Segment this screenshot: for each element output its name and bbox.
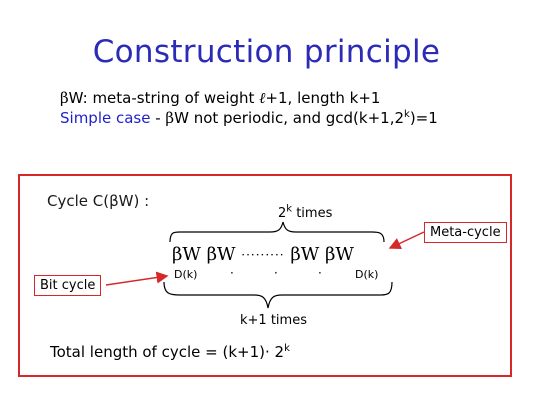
meta-cycle-callout: Meta-cycle: [424, 222, 507, 243]
total-dot: ·: [264, 343, 270, 361]
total-base: 2: [269, 343, 285, 361]
condition-end: )=1: [409, 109, 438, 127]
top-times-label: 2k times: [278, 203, 333, 221]
total-sup: k: [284, 343, 290, 354]
seq-last: βW βW: [290, 244, 354, 265]
bit-cycle-callout: Bit cycle: [34, 275, 102, 296]
simple-case-line: Simple case - βW not periodic, and gcd(k…: [60, 109, 438, 127]
ell-symbol: ℓ: [259, 89, 266, 107]
beta-w-sequence: βW βW ········· βW βW: [172, 244, 354, 265]
cycle-label: Cycle C(βW) :: [47, 192, 150, 210]
seq-first: βW βW: [172, 244, 236, 265]
slide-title: Construction principle: [92, 34, 441, 70]
definition-text: W: meta-string of weight: [68, 89, 260, 107]
dk-dot-3: ·: [318, 266, 322, 280]
top-times-base: 2: [278, 206, 287, 221]
beta-symbol-2: β: [165, 109, 175, 127]
top-times-rest: times: [292, 206, 333, 221]
cycle-diagram-frame: [18, 174, 512, 377]
condition-sup: k: [404, 109, 410, 120]
bottom-times-label: k+1 times: [240, 313, 307, 328]
condition-text: W not periodic, and gcd(k+1,2: [174, 109, 405, 127]
seq-dots: ·········: [241, 248, 285, 262]
dk-dot-1: ·: [230, 266, 234, 280]
dk-dot-2: ·: [274, 266, 278, 280]
dk-right: D(k): [355, 268, 379, 281]
dash: -: [150, 109, 166, 127]
total-text: Total length of cycle = (k+1): [50, 343, 265, 361]
meta-string-definition: βW: meta-string of weight ℓ+1, length k+…: [60, 89, 380, 108]
total-length-formula: Total length of cycle = (k+1)· 2k: [50, 343, 290, 361]
definition-rest: +1, length k+1: [265, 89, 381, 107]
top-times-sup: k: [286, 203, 293, 215]
beta-symbol: β: [60, 89, 69, 107]
simple-case-label: Simple case: [60, 109, 151, 127]
dk-left: D(k): [174, 268, 198, 281]
